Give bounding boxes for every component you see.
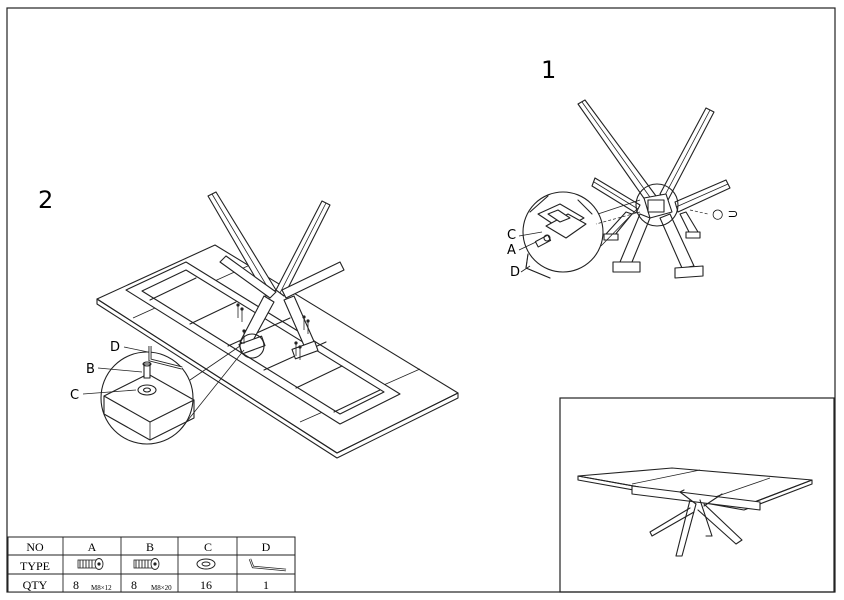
step-1-callout-c: C — [507, 228, 516, 243]
finished-table-drawing — [577, 467, 813, 557]
parts-table: NO TYPE QTY A B C D 8 M8×1 — [7, 536, 296, 593]
step-2-number: 2 — [38, 186, 53, 214]
part-a-spec: M8×12 — [91, 584, 112, 592]
step-2-table-top-drawing — [96, 191, 459, 459]
step-2-callout-d: D — [110, 340, 120, 355]
bolt-icon — [77, 558, 104, 570]
part-a-qty: 8 — [73, 578, 79, 592]
part-c-qty: 16 — [200, 578, 212, 592]
finished-table-box — [559, 397, 835, 593]
sheet-border — [6, 7, 836, 593]
washer-icon — [196, 558, 216, 570]
step-1-detail-magnifier — [522, 191, 641, 279]
step-2-callout-b: B — [86, 362, 95, 377]
part-d-qty: 1 — [263, 578, 269, 592]
step-1-callout-a: A — [507, 243, 516, 258]
allen-key-icon — [248, 558, 287, 572]
step-1-callout-d: D — [510, 265, 520, 280]
table-header-type: TYPE — [20, 559, 50, 573]
step-1-base-drawing: ○ ⊃ — [577, 99, 738, 279]
step-2-callout-c: C — [70, 388, 79, 403]
part-b-spec: M8×20 — [151, 584, 172, 592]
step-1-number: 1 — [541, 56, 556, 84]
part-d-no: D — [262, 540, 271, 554]
table-header-qty: QTY — [23, 578, 48, 592]
bolt-icon — [133, 558, 160, 570]
part-c-no: C — [204, 540, 212, 554]
svg-text:○ ⊃: ○ ⊃ — [712, 207, 738, 222]
part-a-no: A — [88, 540, 97, 554]
part-b-qty: 8 — [131, 578, 137, 592]
table-header-no: NO — [26, 540, 44, 554]
part-b-no: B — [146, 540, 154, 554]
